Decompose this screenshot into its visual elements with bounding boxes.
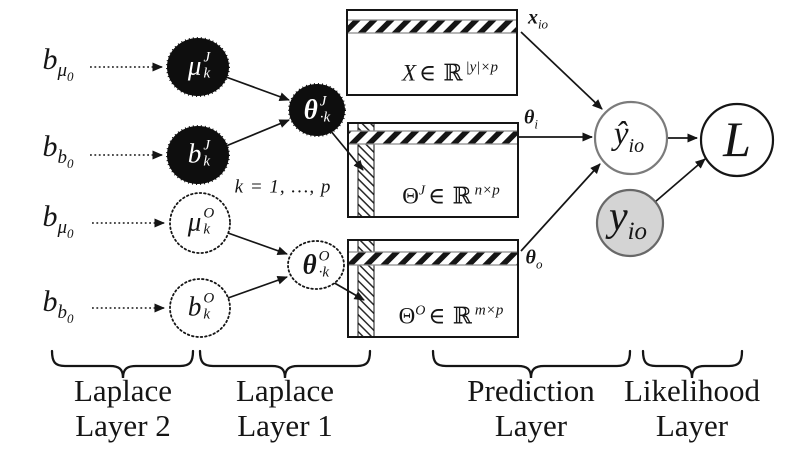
edge-theta-o-row-to-y-hat [520,163,601,252]
node-label-likelihood: L [723,111,751,167]
prior-subsub: 0 [67,155,74,171]
matrix-x-border [346,9,518,96]
prior-label-b-mu0-o: bμ0 [42,202,73,240]
matrix-theta-o-border [347,239,519,338]
prior-base: b [42,43,58,77]
prior-base: b [42,130,58,164]
matrix-theta-j-border [347,122,519,218]
matrix-x-label: X∈ ℝ|y|×p [401,59,499,87]
caption-likelihood-layer: Likelihood Layer [623,373,761,443]
node-b-j-circle [166,125,230,185]
brace-laplace-layer-2 [50,349,195,379]
prior-sub: b [57,302,68,324]
prior-subsub: 0 [67,68,74,84]
prior-label-b-b0-j: bb0 [43,132,74,170]
matrix-x [346,9,518,96]
row-label-theta-i: θi [523,106,539,132]
node-theta-j-circle [288,83,346,137]
caption-laplace-layer-2: Laplace Layer 2 [73,373,173,443]
prior-base: b [42,200,58,234]
edge-mu-j-to-theta-j [225,76,290,101]
caption-prediction-layer: Prediction Layer [467,373,595,443]
edge-y-obs-to-likelihood [654,158,706,203]
matrix-theta-j [347,122,519,218]
node-label-y-hat: ŷio [613,116,645,157]
brace-likelihood-layer [641,349,744,379]
node-mu-o-circle [169,192,231,254]
brace-laplace-layer-1 [198,349,372,379]
node-theta-o-circle [287,240,345,290]
node-mu-j-circle [166,37,230,97]
node-likelihood-circle [699,102,775,178]
prior-sub: b [57,147,68,169]
edge-b-j-to-theta-j [225,119,290,147]
edge-x-io-to-y-hat [520,31,603,110]
node-b-o-circle [169,278,231,338]
node-y-hat-circle [593,100,669,176]
brace-prediction-layer [431,349,632,379]
row-label-x-io: xio [527,6,549,32]
edge-mu-o-to-theta-o [227,232,288,256]
index-range-note: k = 1, …, p [234,176,332,198]
edge-b-o-to-theta-o [227,275,288,299]
matrix-theta-o-highlight-row [349,252,517,265]
prior-label-b-mu0-j: bμ0 [42,45,73,83]
prior-sub: μ [57,60,68,82]
matrix-theta-j-highlight-row [349,131,517,144]
matrix-theta-o [347,239,519,338]
prior-subsub: 0 [67,310,74,326]
prior-subsub: 0 [67,225,74,241]
edge-theta-o-to-matrix-column [330,280,365,301]
node-y-obs-circle [595,188,665,258]
prior-sub: μ [57,217,68,239]
prior-label-b-b0-o: bb0 [43,287,74,325]
row-label-theta-o: θo [525,246,543,272]
caption-laplace-layer-1: Laplace Layer 1 [235,373,335,443]
node-label-y-obs: yio [608,193,648,246]
prior-base: b [42,285,58,319]
edge-theta-j-to-matrix-column [329,129,364,171]
matrix-x-highlight-row [348,20,516,33]
